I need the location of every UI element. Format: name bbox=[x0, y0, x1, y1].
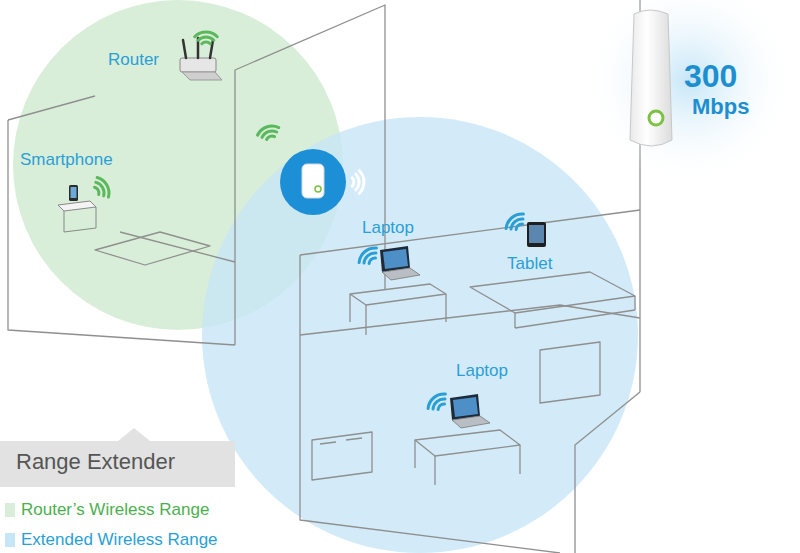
wifi-waves bbox=[352, 171, 364, 194]
nightstand-top bbox=[58, 201, 96, 211]
bed-outline bbox=[95, 232, 210, 265]
interior-wall bbox=[300, 305, 640, 335]
laptop-screen bbox=[450, 394, 480, 420]
laptop-base bbox=[452, 416, 490, 428]
tablet-icon bbox=[527, 222, 546, 247]
upper-floor-wall bbox=[8, 96, 95, 120]
extender-icon bbox=[280, 149, 346, 215]
wifi-waves bbox=[256, 123, 281, 142]
desk-legs bbox=[415, 440, 520, 485]
wifi-waves bbox=[425, 391, 450, 415]
stove-burners bbox=[320, 438, 362, 444]
speed-unit: Mbps bbox=[692, 94, 749, 119]
laptop-icon bbox=[450, 394, 490, 428]
section-title: Range Extender bbox=[0, 441, 235, 483]
section-tab: Range Extender bbox=[0, 441, 235, 487]
legend-swatch bbox=[5, 533, 15, 547]
extended-range-circle bbox=[202, 117, 638, 553]
legend-text: Extended Wireless Range bbox=[21, 530, 218, 549]
upper-floor-wall bbox=[8, 120, 235, 345]
desk-legs bbox=[350, 294, 446, 335]
device-label: Tablet bbox=[507, 254, 552, 274]
product-led-ring bbox=[649, 111, 663, 125]
wifi-waves bbox=[195, 32, 218, 44]
laptop-base bbox=[382, 268, 420, 280]
extender-led bbox=[315, 186, 321, 192]
speed-unit-box: Mbps bbox=[692, 94, 749, 119]
product-icon bbox=[630, 10, 672, 146]
device-label-box: Tablet bbox=[507, 254, 552, 274]
desk-outline bbox=[415, 430, 520, 456]
legend-row: Router’s Wireless Range bbox=[5, 500, 193, 520]
extender-body bbox=[302, 164, 324, 198]
kitchen-counter bbox=[312, 432, 372, 480]
device-label: Smartphone bbox=[20, 150, 113, 170]
router-shelf bbox=[182, 72, 222, 80]
wifi-waves bbox=[356, 245, 381, 269]
extender-badge bbox=[280, 149, 346, 215]
cabinet-outline bbox=[540, 342, 600, 403]
device-label-box: Router bbox=[108, 50, 159, 70]
device-label-box: Laptop bbox=[456, 361, 508, 381]
wifi-waves bbox=[503, 211, 528, 235]
lower-floor-base bbox=[300, 255, 560, 553]
partition-wall bbox=[235, 5, 385, 345]
smartphone-body bbox=[69, 185, 78, 201]
device-label-box: Laptop bbox=[362, 218, 414, 238]
laptop-display bbox=[453, 397, 478, 417]
device-label-box: Smartphone bbox=[20, 150, 113, 170]
device-label: Router bbox=[108, 50, 159, 70]
legend-text: Router’s Wireless Range bbox=[21, 500, 209, 519]
smartphone-screen bbox=[71, 187, 77, 198]
wifi-waves bbox=[91, 175, 112, 200]
device-label: Laptop bbox=[456, 361, 508, 381]
panel-notch bbox=[118, 428, 150, 441]
device-label: Laptop bbox=[362, 218, 414, 238]
laptop-icon bbox=[380, 246, 420, 280]
laptop-screen bbox=[380, 246, 410, 272]
bed-outline bbox=[515, 296, 635, 328]
lower-floor-base bbox=[575, 392, 640, 553]
legend-swatch bbox=[5, 503, 15, 517]
tablet-screen bbox=[529, 225, 544, 243]
signal-glow bbox=[585, 0, 795, 185]
product-body bbox=[630, 10, 672, 146]
nightstand-body bbox=[64, 207, 96, 232]
tablet-body bbox=[527, 222, 546, 247]
speed-value: 300 bbox=[684, 58, 737, 95]
desk-outline bbox=[350, 284, 446, 305]
smartphone-icon bbox=[58, 185, 96, 232]
legend-row: Extended Wireless Range bbox=[5, 530, 202, 550]
bed-outline bbox=[470, 272, 635, 313]
laptop-display bbox=[383, 249, 408, 269]
lower-floor-wall bbox=[300, 210, 640, 255]
speed-value-box: 300 bbox=[684, 58, 737, 95]
router-body bbox=[180, 58, 216, 72]
